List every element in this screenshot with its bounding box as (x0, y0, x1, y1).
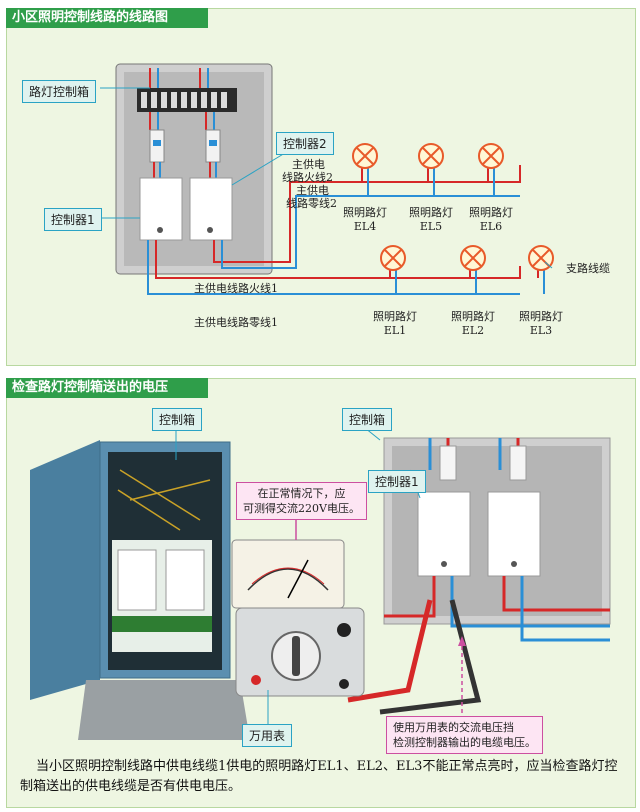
svg-text:EL1: EL1 (384, 324, 406, 337)
section-title-voltage: 检查路灯控制箱送出的电压 (6, 378, 208, 398)
live-line-2-label: 主供电线路火线2 (282, 157, 333, 184)
svg-text:照明路灯: 照明路灯 (409, 206, 453, 219)
red-probe (347, 599, 433, 703)
control-box-label: 路灯控制箱 (22, 80, 97, 103)
svg-text:照明路灯: 照明路灯 (373, 310, 417, 323)
svg-text:EL5: EL5 (420, 220, 442, 233)
svg-text:照明路灯: 照明路灯 (519, 310, 563, 323)
svg-text:EL6: EL6 (480, 220, 502, 233)
cabinet-label: 控制箱 (152, 408, 203, 431)
section-title-wiring: 小区照明控制线路的线路图 (6, 8, 208, 28)
controller-1-closeup-label: 控制器1 (368, 470, 426, 493)
wiring-diagram-panel (6, 8, 636, 366)
controller-2-label: 控制器2 (276, 132, 334, 155)
svg-text:EL3: EL3 (530, 324, 552, 337)
lamp-el6 (478, 143, 504, 169)
controller-1-label: 控制器1 (44, 208, 102, 231)
lamp-el4 (352, 143, 378, 169)
svg-text:照明路灯: 照明路灯 (451, 310, 495, 323)
svg-text:EL4: EL4 (354, 220, 376, 233)
caption-text: 当小区照明控制线路中供电线缆1供电的照明路灯EL1、EL2、EL3不能正常点亮时… (20, 759, 618, 794)
multimeter (231, 539, 365, 697)
svg-text:EL2: EL2 (462, 324, 484, 337)
wiring-diagram: 主供电线路火线2 主供电线路零线2 主供电线路火线1 主供电线路零线1 支路线缆… (98, 63, 610, 337)
lamp-el5 (418, 143, 444, 169)
live-line-1-label: 主供电线路火线1 (194, 281, 278, 295)
measurement-instruction-note: 使用万用表的交流电压挡检测控制器输出的电缆电压。 (386, 716, 543, 754)
lamp-el1 (380, 245, 406, 271)
svg-text:照明路灯: 照明路灯 (469, 206, 513, 219)
multimeter-label: 万用表 (242, 724, 293, 747)
normal-voltage-note: 在正常情况下，应可测得交流220V电压。 (236, 482, 367, 520)
neutral-line-1-label: 主供电线路零线1 (194, 315, 278, 329)
control-box-closeup-label: 控制箱 (342, 408, 393, 431)
svg-text:照明路灯: 照明路灯 (343, 206, 387, 219)
black-probe (379, 599, 482, 715)
control-cabinet (30, 440, 250, 740)
lamp-el2 (460, 245, 486, 271)
branch-cable-label: 支路线缆 (566, 261, 610, 275)
neutral-line-2-label: 主供电线路零线2 (286, 183, 337, 210)
